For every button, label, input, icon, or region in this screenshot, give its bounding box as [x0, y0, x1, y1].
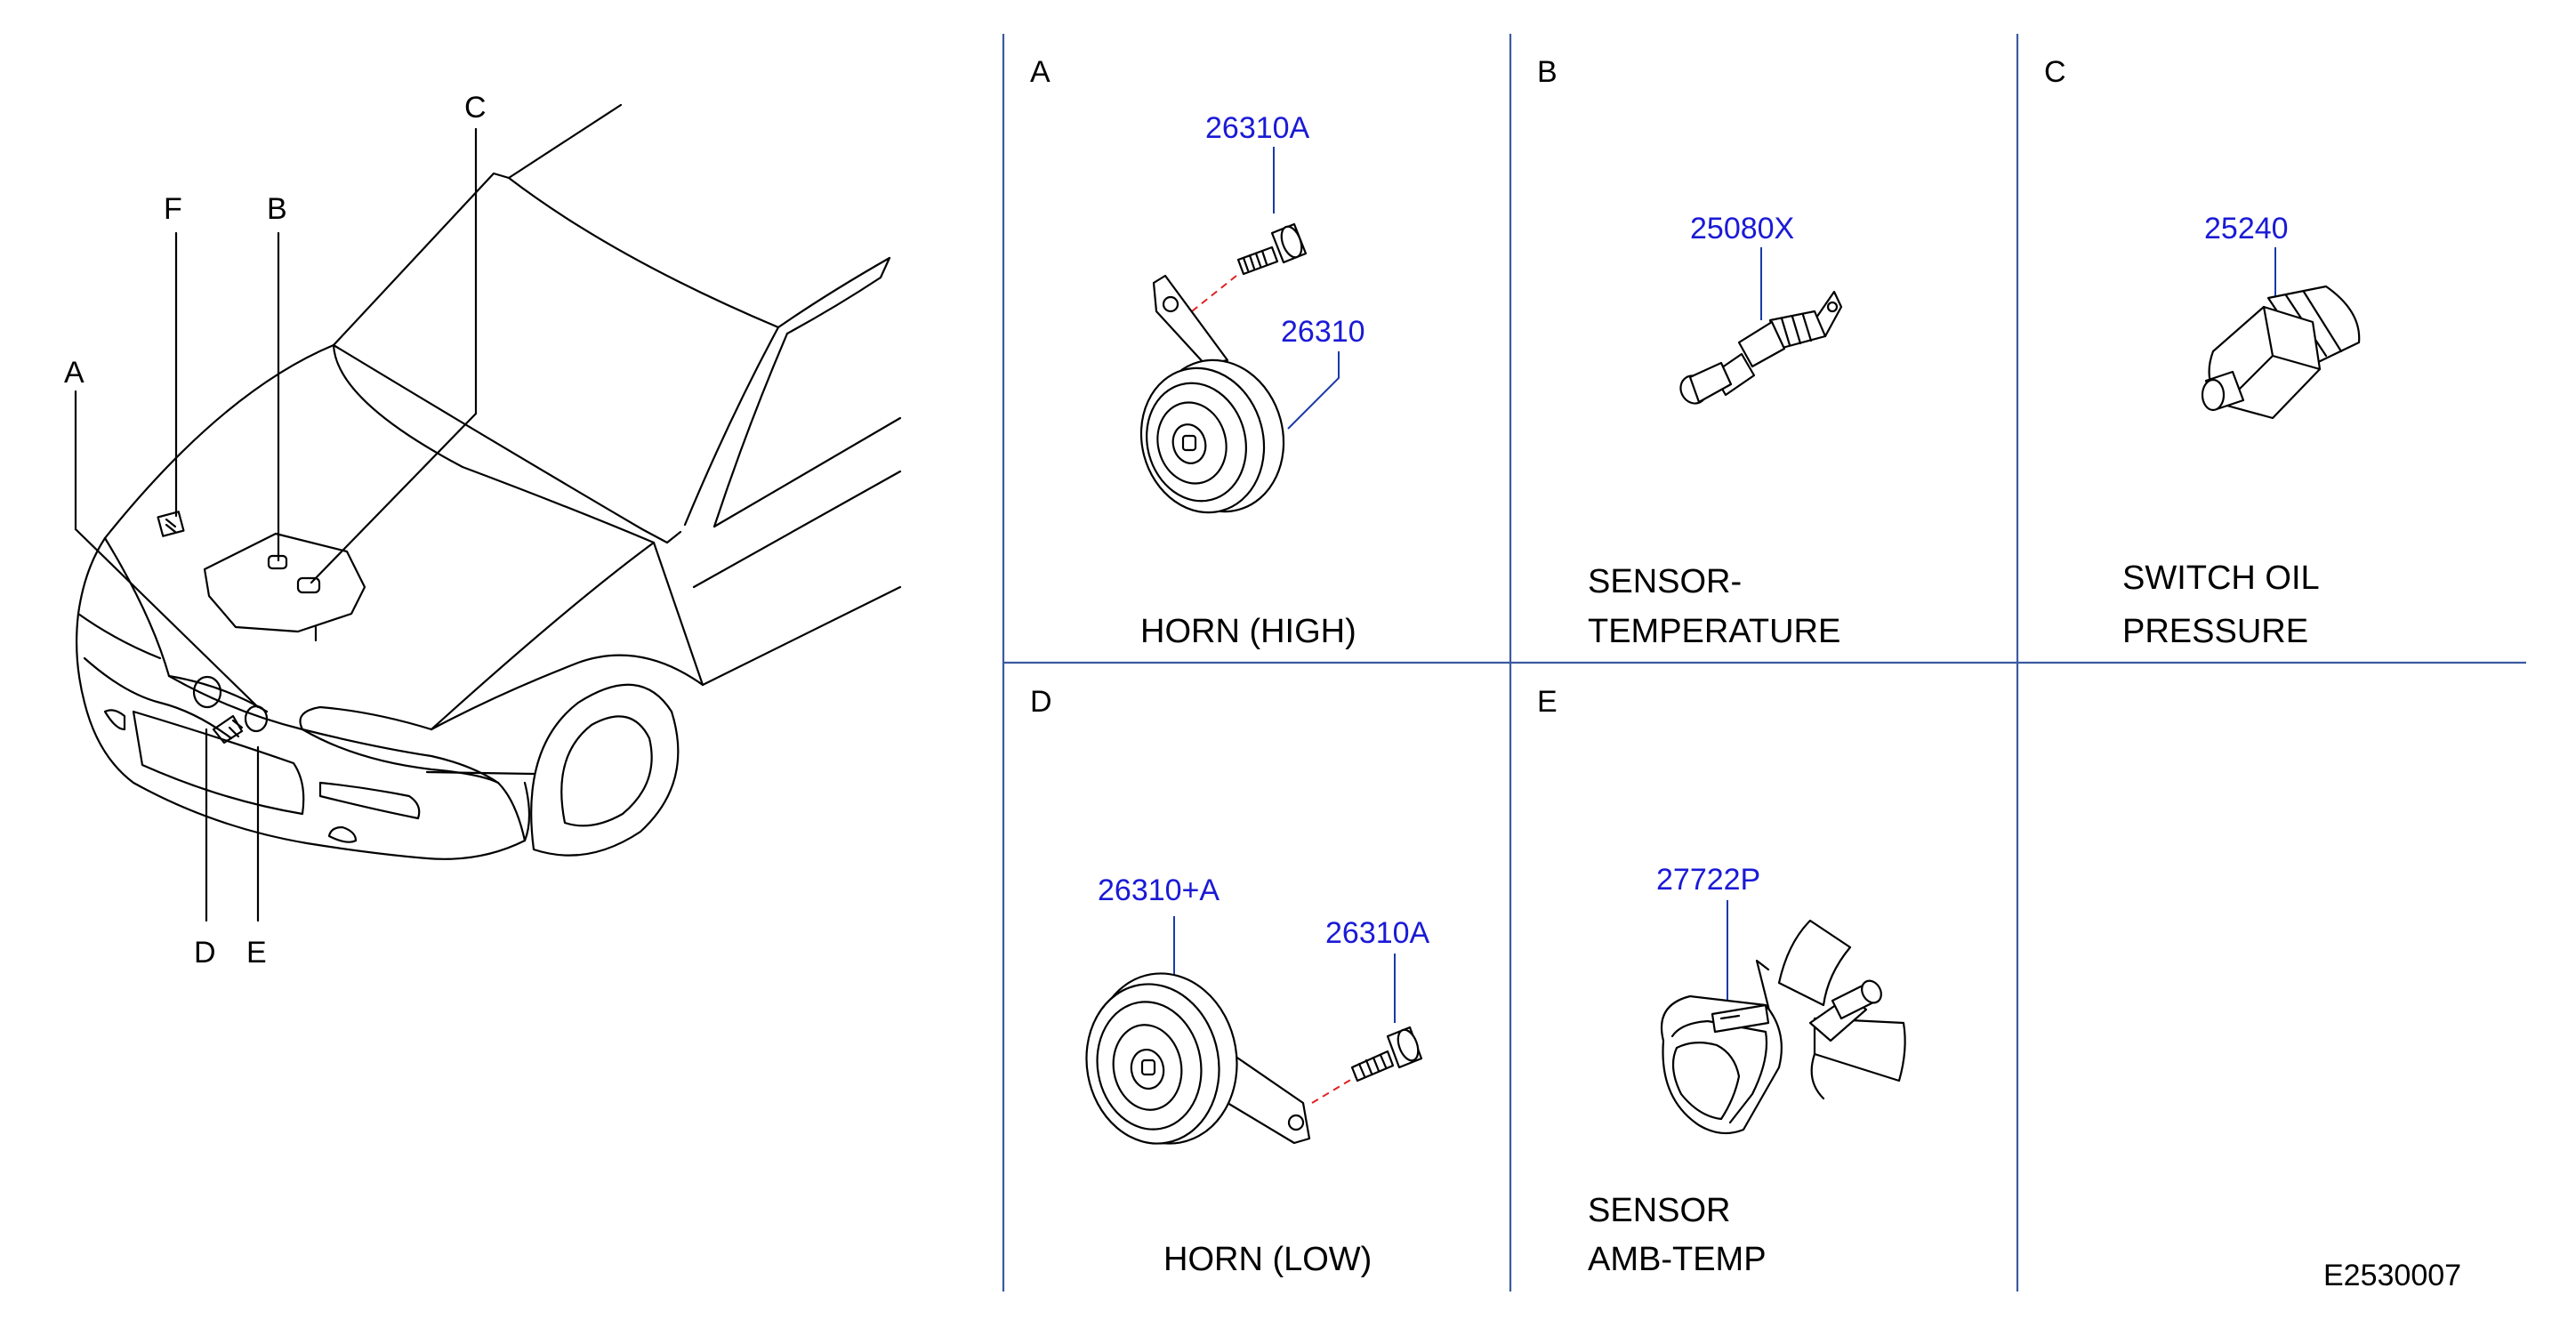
car-label-d: D: [194, 936, 216, 970]
panel-caption: HORN (LOW): [1163, 1241, 1372, 1278]
horn-icon: [1139, 274, 1285, 514]
car-label-b: B: [267, 192, 287, 226]
car-label-f: F: [164, 192, 182, 226]
dashed-line: [1191, 275, 1237, 312]
car-label-a: A: [64, 356, 85, 390]
part-number: 26310A: [1205, 111, 1310, 145]
panel-letter: E: [1537, 685, 1558, 719]
panel-c: C 25240 SWITCH OIL PRESSURE: [2044, 55, 2361, 650]
panel-caption: TEMPERATURE: [1588, 613, 1840, 650]
panel-caption: SWITCH OIL: [2122, 559, 2320, 597]
part-number: 26310A: [1325, 916, 1430, 950]
panel-a: A 26310A 26310 HORN (HIGH): [1030, 55, 1365, 650]
part-number: 26310: [1281, 315, 1365, 349]
horn-icon: [1085, 972, 1311, 1145]
part-number: 27722P: [1656, 863, 1760, 897]
leader-line: [74, 527, 260, 709]
panel-letter: D: [1030, 685, 1052, 719]
car-overview: A B C D E F: [64, 91, 902, 970]
temperature-sensor-icon: [1679, 290, 1843, 405]
leader-line: [1287, 351, 1340, 430]
car-label-e: E: [246, 936, 267, 970]
panel-e: E 27722P SENSOR AMB-TEMP: [1537, 685, 1906, 1278]
leader-line: [310, 412, 478, 584]
panel-caption: HORN (HIGH): [1140, 613, 1356, 650]
panel-letter: C: [2044, 55, 2066, 89]
panel-letter: B: [1537, 55, 1558, 89]
drawing-number: E2530007: [2323, 1259, 2461, 1292]
panel-b: B 25080X SENSOR- TEMPERATURE: [1537, 55, 1843, 650]
panel-caption: AMB-TEMP: [1588, 1241, 1767, 1278]
bolt-icon: [1350, 1026, 1423, 1083]
panel-letter: A: [1030, 55, 1051, 89]
ambient-sensor-icon: [1660, 919, 1906, 1135]
panel-caption: PRESSURE: [2122, 613, 2308, 650]
panel-d: D 26310+A 26310A HORN (LOW): [1030, 685, 1430, 1278]
car-label-c: C: [464, 91, 487, 125]
panel-caption: SENSOR-: [1588, 563, 1742, 600]
oil-pressure-switch-icon: [2201, 285, 2361, 420]
part-number: 25240: [2204, 212, 2289, 245]
panel-caption: SENSOR: [1588, 1192, 1730, 1229]
bolt-icon: [1236, 222, 1308, 276]
dashed-line: [1311, 1075, 1357, 1104]
panel-grid: [1002, 34, 2526, 1292]
part-number: 26310+A: [1098, 873, 1220, 907]
part-number: 25080X: [1690, 212, 1794, 245]
